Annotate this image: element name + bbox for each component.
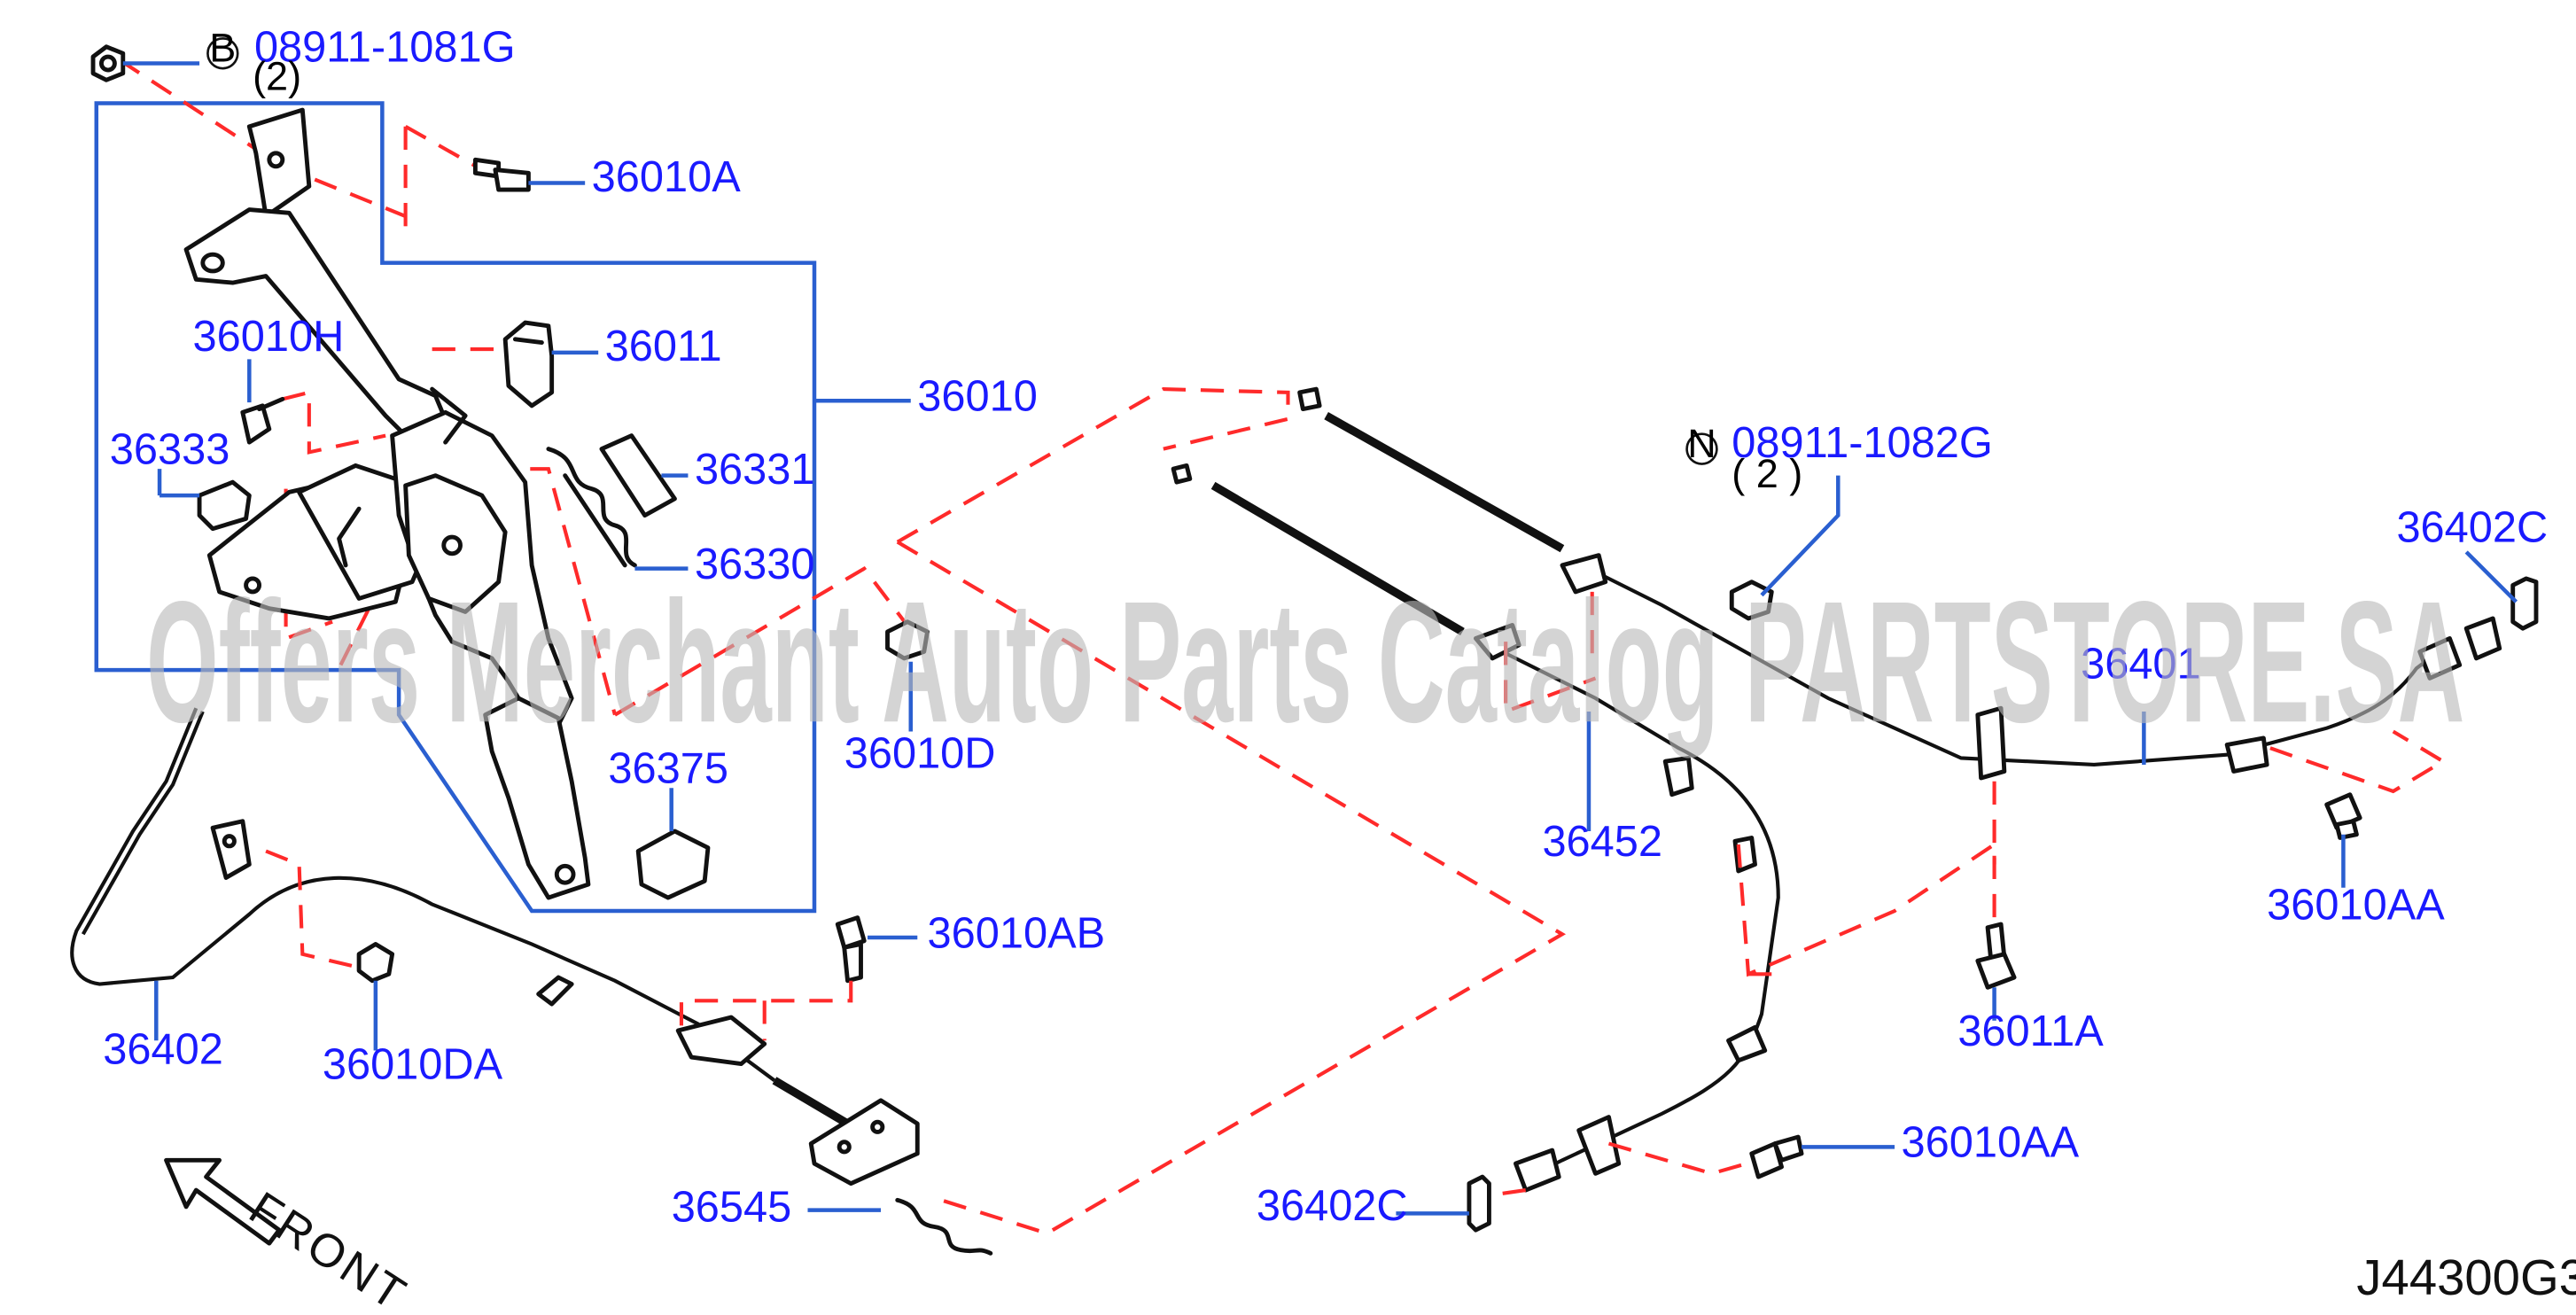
- bolt-36010a-shape: [472, 157, 531, 192]
- pad-36375-shape: [635, 829, 711, 900]
- qty-08911-1081g: (2): [253, 54, 301, 99]
- pin-36402c-right-shape: [2510, 576, 2539, 631]
- nut-08911-1081g-shape: [90, 44, 126, 82]
- nut-08911-1082g-shape: [1729, 580, 1774, 621]
- nut-36010d-shape: [885, 619, 930, 661]
- label-36010aa-right: 36010AA: [2267, 881, 2445, 929]
- pin-36402c-left-shape: [1467, 1174, 1491, 1233]
- rear-cable-36401: [1297, 386, 2502, 781]
- label-36010: 36010: [917, 372, 1038, 420]
- label-36011a: 36011A: [1957, 1008, 2104, 1055]
- symbol-b: B: [209, 26, 236, 71]
- symbol-n: N: [1687, 421, 1716, 466]
- nut-36010da-shape: [356, 942, 395, 984]
- symbol-n-circle: [1685, 432, 1718, 465]
- label-36010h: 36010H: [193, 313, 345, 361]
- label-36452: 36452: [1542, 818, 1662, 866]
- watermark: Offers Merchant Auto Parts Catalog PARTS…: [146, 565, 2464, 759]
- front-direction-arrow: [164, 1157, 282, 1246]
- label-36011: 36011: [605, 323, 722, 370]
- sleeve-36331-shape: [599, 433, 677, 518]
- label-36401: 36401: [2081, 640, 2201, 688]
- label-36330: 36330: [695, 541, 815, 588]
- label-36402c-left: 36402C: [1257, 1182, 1408, 1230]
- label-36333: 36333: [110, 426, 230, 474]
- pedal-assembly-frame: [94, 101, 817, 914]
- spring-36545-shape: [895, 1197, 993, 1256]
- bolt-spec-b: B 08911-1081G (2): [206, 24, 516, 99]
- label-36010da: 36010DA: [323, 1040, 503, 1088]
- label-36545: 36545: [672, 1184, 792, 1232]
- label-36375: 36375: [608, 745, 728, 793]
- qty-08911-1082g: ( 2 ): [1732, 451, 1802, 496]
- symbol-b-circle: [206, 37, 239, 70]
- bolt-36010aa-right-shape: [2324, 792, 2362, 840]
- label-36010aa-bottom: 36010AA: [1902, 1119, 2080, 1167]
- pedal-assembly: [183, 107, 591, 900]
- rear-phantom-lines: [1478, 591, 2447, 1199]
- part-08911-1081g: 08911-1081G: [254, 24, 516, 72]
- front-label: FRONT: [240, 1182, 417, 1315]
- front-cable-36402: [70, 707, 920, 1187]
- callout-labels: 36010A 36010H 36011 36010 36333 36331 36…: [103, 153, 2548, 1232]
- bolt-spec-n: N 08911-1082G ( 2 ): [1685, 419, 1993, 496]
- bolt-36010ab-shape: [835, 915, 867, 984]
- clip-36333-shape: [197, 479, 252, 532]
- reference-code: J44300G3: [2356, 1249, 2576, 1305]
- bolt-36011a-shape: [1975, 922, 2017, 990]
- part-08911-1082g: 08911-1082G: [1732, 419, 1993, 467]
- bolt-36010aa-bottom-shape: [1749, 1134, 1804, 1179]
- stop-switch-36011: [502, 320, 555, 409]
- label-36010a: 36010A: [592, 153, 742, 201]
- label-36402: 36402: [103, 1026, 223, 1074]
- label-36402c-right: 36402C: [2396, 504, 2548, 552]
- label-36010ab: 36010AB: [928, 909, 1106, 957]
- label-36331: 36331: [695, 446, 815, 494]
- rear-cable-36452: [1171, 463, 1780, 1193]
- label-36010d: 36010D: [844, 730, 996, 778]
- bolt-36010H-shape: [240, 396, 285, 445]
- spring-36330-shape: [546, 447, 637, 568]
